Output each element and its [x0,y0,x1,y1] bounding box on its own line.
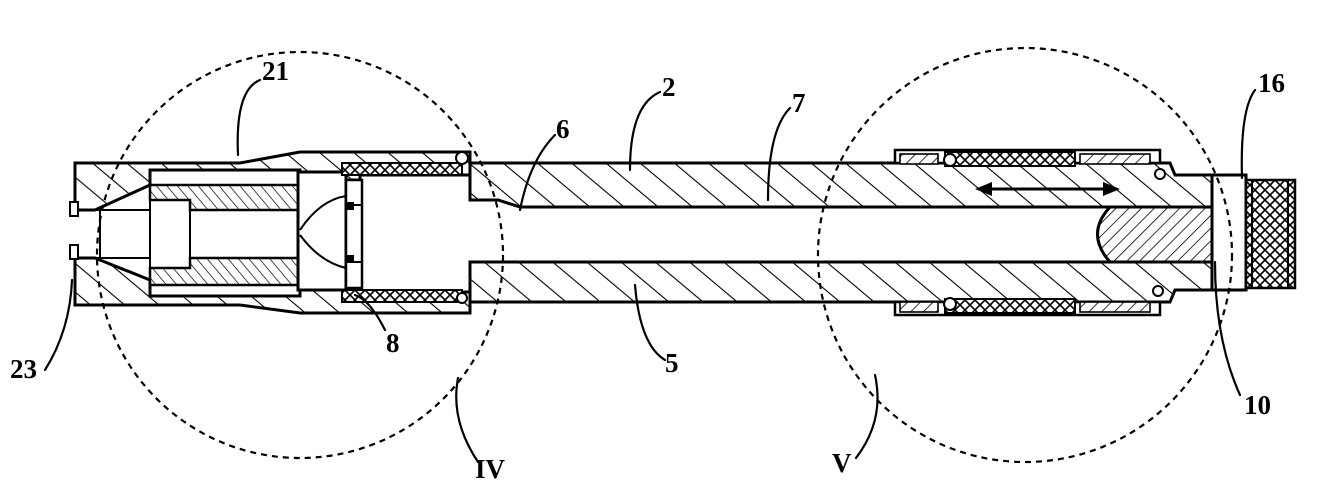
piston [1096,205,1232,264]
label-5: 5 [665,348,679,378]
label-7: 7 [792,88,806,118]
left-thread-upper [341,151,469,176]
label-10: 10 [1244,390,1271,420]
inner-passage [95,199,300,269]
label-16: 16 [1258,68,1285,98]
label-23: 23 [10,354,37,384]
oring-lower [1152,285,1164,297]
label-2: 2 [662,72,676,102]
detail-circle-v [816,46,1234,464]
oring-upper [1154,168,1166,180]
label-21: 21 [262,56,289,86]
label-6: 6 [556,114,570,144]
tube-upper-wall [468,161,1214,209]
label-8: 8 [386,328,400,358]
label-v: V [832,448,852,478]
double-arrow [975,182,1120,196]
left-thread-lower [341,289,468,304]
left-end-body [69,150,472,315]
detail-circle-iv [95,50,505,460]
valve-housing [296,170,364,292]
leader-lines [43,78,1257,464]
label-iv: IV [475,454,506,484]
right-coupling-lower [893,297,1162,317]
threaded-stub [1210,173,1297,292]
right-coupling-upper [893,148,1162,167]
tube-lower-wall [468,260,1214,304]
